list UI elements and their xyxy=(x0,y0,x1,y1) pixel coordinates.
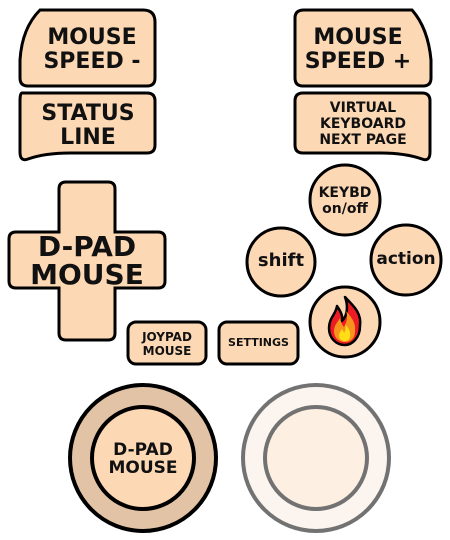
right-stick[interactable] xyxy=(241,383,391,533)
mouse-speed-minus-button[interactable] xyxy=(18,8,157,88)
shift-button[interactable] xyxy=(245,226,317,298)
virtual-keyboard-next-page-button[interactable] xyxy=(293,91,432,162)
status-line-button[interactable] xyxy=(18,91,157,162)
dpad-mouse-button[interactable] xyxy=(7,180,167,342)
joypad-mouse-button[interactable] xyxy=(126,320,208,366)
fire-icon xyxy=(327,295,362,347)
action-button[interactable] xyxy=(369,223,443,297)
mouse-speed-plus-button[interactable] xyxy=(293,8,433,88)
keybd-on-off-button[interactable] xyxy=(308,163,382,237)
left-stick[interactable] xyxy=(68,383,218,533)
settings-button[interactable] xyxy=(217,320,300,366)
